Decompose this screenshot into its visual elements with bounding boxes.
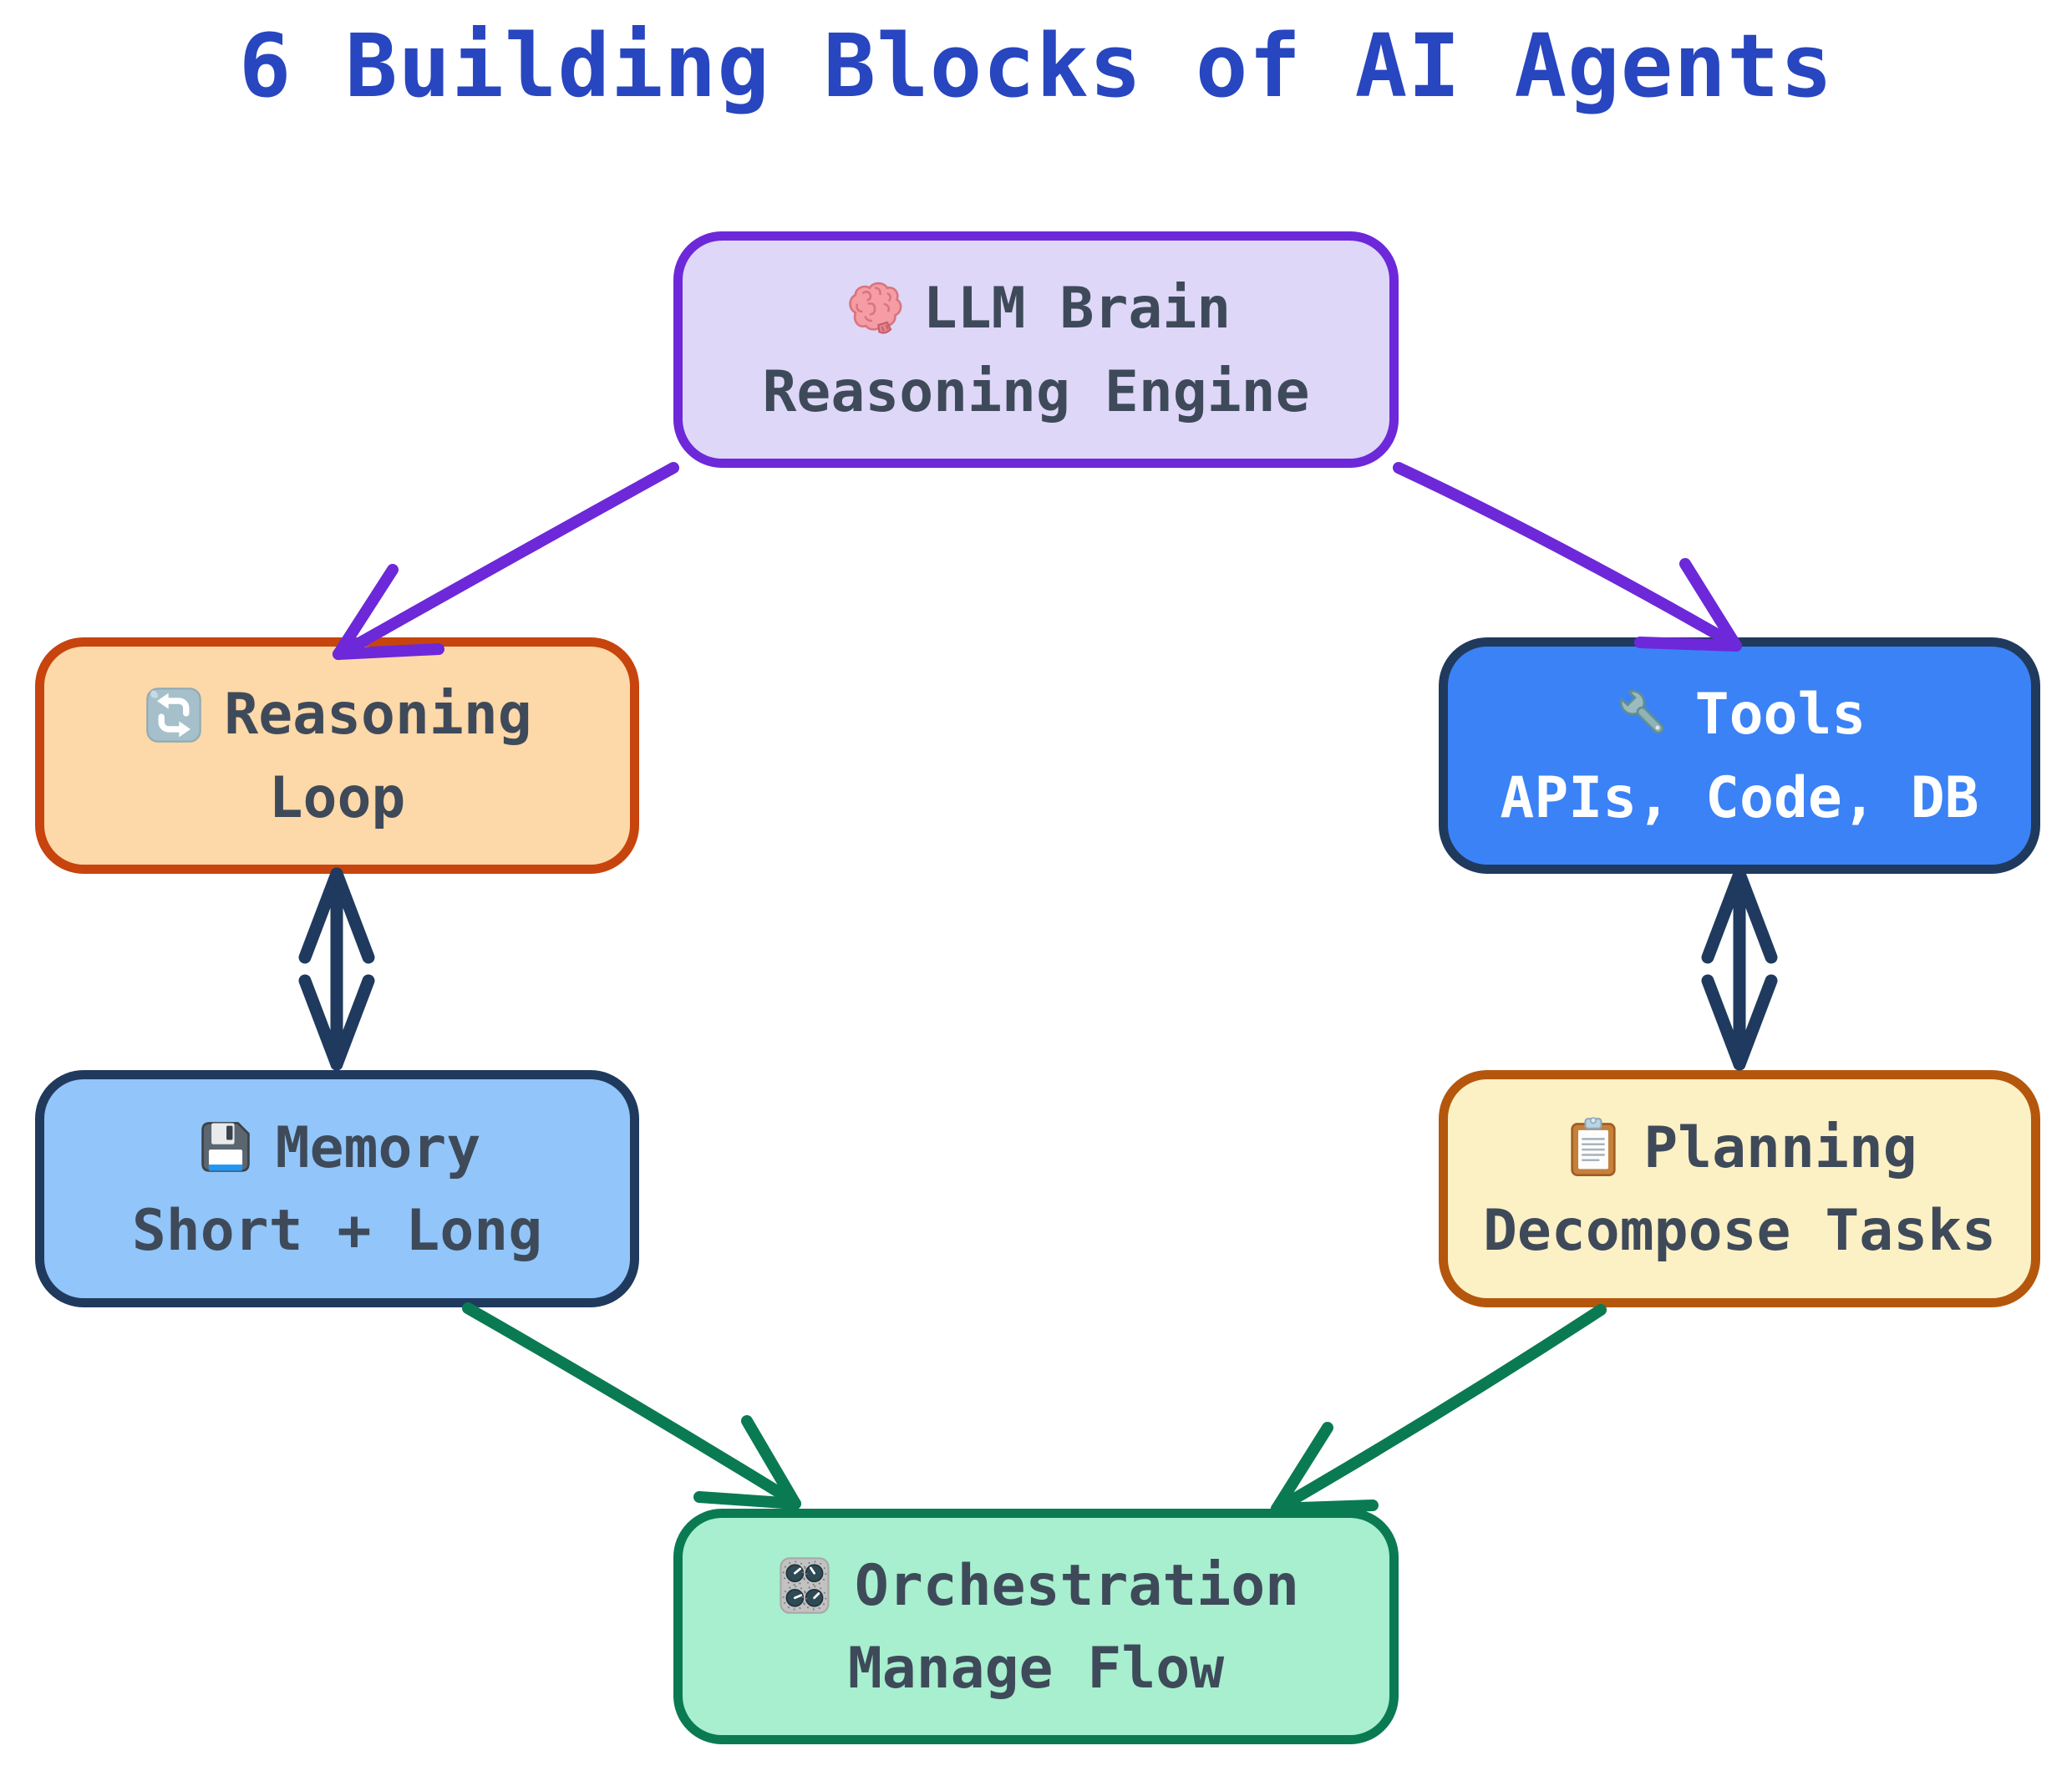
node-memory: Memory Short + Long [35,1070,639,1307]
edge-llm-to-reasoning [333,462,679,660]
node-subtitle: Manage Flow [847,1636,1225,1702]
node-subtitle: Loop [268,764,406,831]
node-title: Orchestration [854,1552,1300,1619]
wrench-icon [1613,683,1677,747]
control-knobs-icon [773,1554,836,1617]
edge-reasoning-memory-bidirectional [298,867,375,1071]
edge-llm-to-tools [1393,462,1742,652]
brain-icon [841,277,905,341]
node-subtitle: APIs, Code, DB [1500,764,1979,831]
node-title: Reasoning [224,682,532,748]
diagram-title: 6 Building Blocks of AI Agents [238,15,1834,117]
node-subtitle: Reasoning Engine [762,358,1310,425]
node-subtitle: Short + Long [131,1198,543,1265]
edge-planning-to-orchestration [1271,1304,1607,1515]
node-title: Memory [275,1114,481,1181]
node-title: LLM Brain [922,276,1232,343]
node-planning: Planning Decompose Tasks [1439,1070,2040,1307]
edge-tools-planning-bidirectional [1701,867,1778,1071]
floppy-disk-icon [194,1116,257,1180]
clipboard-icon [1562,1116,1625,1180]
node-llm-brain: LLM Brain Reasoning Engine [673,231,1399,468]
node-title: Planning [1643,1114,1917,1181]
edge-memory-to-orchestration [462,1302,801,1510]
node-tools: Tools APIs, Code, DB [1439,637,2040,874]
node-subtitle: Decompose Tasks [1482,1198,1997,1265]
repeat-arrows-icon [142,683,206,747]
node-reasoning-loop: Reasoning Loop [35,637,639,874]
node-orchestration: Orchestration Manage Flow [673,1509,1399,1744]
node-title: Tools [1694,682,1866,748]
